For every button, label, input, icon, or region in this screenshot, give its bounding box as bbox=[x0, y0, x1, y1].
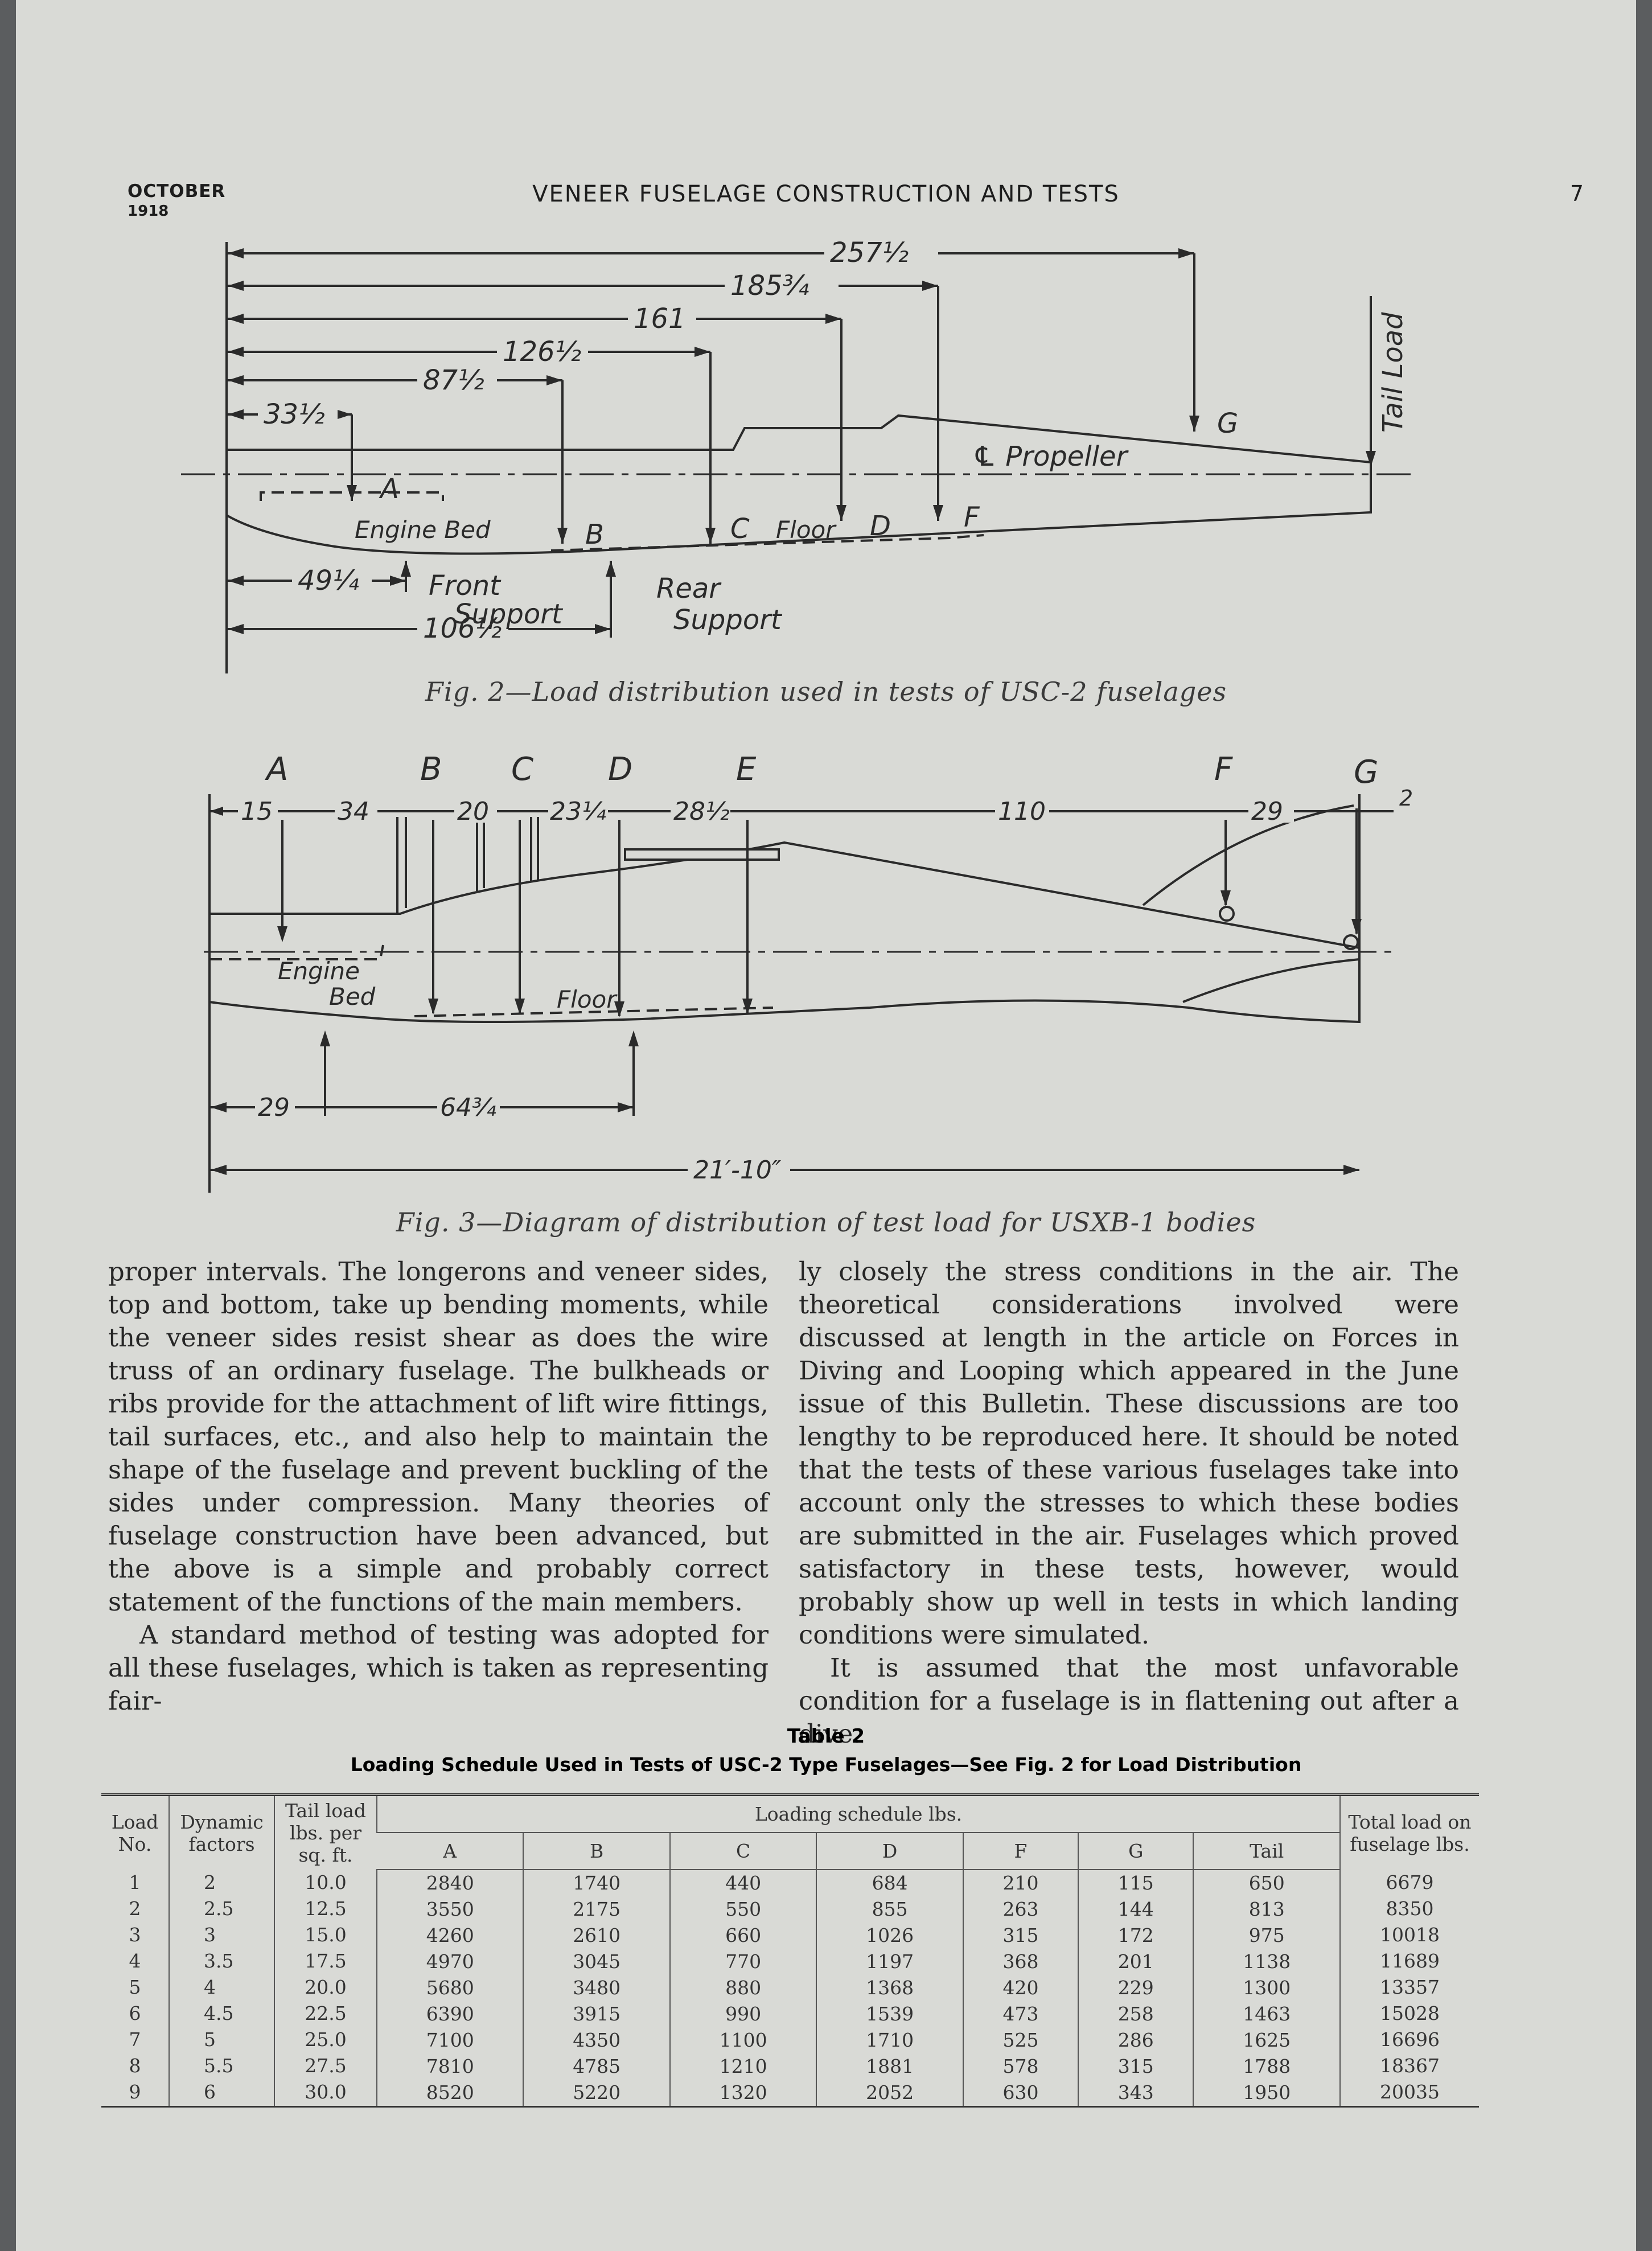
body-column-right: ly closely the stress conditions in the … bbox=[799, 1255, 1459, 1751]
fig2-label-d: D bbox=[870, 510, 891, 542]
fig2-dim-161: 161 bbox=[634, 303, 686, 335]
fig2-label-engine-bed: Engine Bed bbox=[355, 516, 491, 544]
fig3-dim-34: 34 bbox=[338, 797, 369, 826]
header-loading-schedule: Loading schedule lbs. bbox=[376, 1794, 1340, 1833]
page-number: 7 bbox=[1569, 181, 1584, 206]
fig2-label-front-support-1: Front bbox=[429, 570, 502, 602]
fig2-label-b: B bbox=[585, 519, 604, 551]
fig3-dim-29-bottom: 29 bbox=[258, 1093, 290, 1122]
col-a: 2840 3550 4260 4970 5680 6390 7100 7810 … bbox=[376, 1870, 524, 2107]
paragraph: proper intervals. The longerons and vene… bbox=[108, 1256, 769, 1617]
fig3-drawing: A B C D E F G 15 34 20 23¼ 28½ 110 29 2 … bbox=[204, 751, 1413, 1193]
fig3-label-floor: Floor bbox=[557, 985, 618, 1013]
fig2-dim-126: 126½ bbox=[503, 336, 581, 368]
table-data-row: 1 2 3 4 5 6 7 8 9 2 2.5 3 3.5 4 4.5 5 5.… bbox=[101, 1870, 1479, 2107]
header-tail: Tail bbox=[1193, 1832, 1340, 1870]
fig2-label-rear-support-1: Rear bbox=[656, 573, 722, 605]
fig3-dim-23: 23¼ bbox=[550, 797, 606, 826]
fig2-dim-106: 106½ bbox=[423, 613, 502, 644]
fig2-label-front-support-2: Support bbox=[454, 598, 564, 630]
fig3-dim-28: 28½ bbox=[673, 797, 730, 826]
running-title: VENEER FUSELAGE CONSTRUCTION AND TESTS bbox=[532, 181, 1120, 207]
table-title: Loading Schedule Used in Tests of USC-2 … bbox=[350, 1753, 1302, 1776]
col-g: 115 144 172 201 229 258 286 315 343 bbox=[1078, 1870, 1194, 2107]
page: OCTOBER 1918 VENEER FUSELAGE CONSTRUCTIO… bbox=[16, 0, 1636, 2251]
paragraph: It is assumed that the most unfavorable … bbox=[799, 1653, 1459, 1749]
fig3-dim-20: 20 bbox=[457, 797, 489, 826]
fig2-dim-33: 33½ bbox=[264, 399, 325, 430]
fig3-letter-g: G bbox=[1354, 754, 1378, 791]
header-a: A bbox=[377, 1832, 524, 1870]
fig2-label-rear-support-2: Support bbox=[673, 604, 783, 636]
paragraph: ly closely the stress conditions in the … bbox=[799, 1256, 1459, 1650]
body-column-left: proper intervals. The longerons and vene… bbox=[108, 1255, 769, 1718]
fig3-dim-29-top: 29 bbox=[1251, 797, 1283, 826]
fig3-dim-15: 15 bbox=[241, 797, 273, 826]
header-b: B bbox=[523, 1832, 670, 1870]
fig2-dim-185: 185¾ bbox=[730, 270, 809, 302]
loading-schedule-table: Load No. Dynamic factors Tail load lbs. … bbox=[101, 1793, 1479, 2108]
paragraph: A standard method of testing was adopted… bbox=[108, 1620, 769, 1716]
header-c: C bbox=[669, 1832, 817, 1870]
fig2-label-f: F bbox=[964, 502, 980, 533]
col-load-no: 1 2 3 4 5 6 7 8 9 bbox=[129, 1871, 141, 2103]
fig3-letter-e: E bbox=[736, 751, 757, 788]
fig3-label-engine-2: Bed bbox=[329, 983, 376, 1011]
fig3-dim-110: 110 bbox=[998, 797, 1046, 826]
fig2-label-a: A bbox=[379, 473, 399, 505]
header-g: G bbox=[1078, 1832, 1194, 1870]
col-d: 684 855 1026 1197 1368 1539 1710 1881 20… bbox=[816, 1870, 963, 2107]
header-dynamic-factors: Dynamic factors bbox=[169, 1794, 274, 1870]
header-year: 1918 bbox=[128, 203, 169, 220]
fig3-dim-overall: 21′-10″ bbox=[693, 1156, 782, 1185]
header-total-load: Total load on fuselage lbs. bbox=[1339, 1794, 1479, 1870]
fig2-label-tail-load: Tail Load bbox=[1377, 312, 1409, 433]
fig3-letter-a: A bbox=[265, 751, 288, 788]
fig2-label-propeller: ℄ Propeller bbox=[972, 441, 1129, 473]
col-c: 440 550 660 770 880 990 1100 1210 1320 bbox=[669, 1870, 817, 2107]
fig3-letter-f: F bbox=[1214, 751, 1233, 788]
fig3-caption: Fig. 3—Diagram of distribution of test l… bbox=[396, 1207, 1256, 1238]
fig2-label-c: C bbox=[730, 513, 750, 545]
header-month: OCTOBER bbox=[128, 181, 226, 202]
fig2-label-floor: Floor bbox=[776, 516, 837, 544]
col-dynamic-factors: 2 2.5 3 3.5 4 4.5 5 5.5 6 bbox=[169, 1870, 274, 2107]
col-b: 1740 2175 2610 3045 3480 3915 4350 4785 … bbox=[523, 1870, 670, 2107]
col-tail-load: 10.0 12.5 15.0 17.5 20.0 22.5 25.0 27.5 … bbox=[274, 1870, 377, 2107]
fig2-drawing: 257½ 185¾ 161 126½ 87½ 33½ 49¼ 106½ A B … bbox=[181, 236, 1411, 673]
fig3-letter-d: D bbox=[608, 751, 632, 788]
col-total: 6679 8350 10018 11689 13357 15028 16696 … bbox=[1339, 1870, 1479, 2107]
fig3-letter-b: B bbox=[420, 751, 442, 788]
fig2-dim-49: 49¼ bbox=[298, 565, 359, 597]
header-f: F bbox=[962, 1832, 1079, 1870]
col-f: 210 263 315 368 420 473 525 578 630 bbox=[962, 1870, 1079, 2107]
header-tail-load: Tail load lbs. per sq. ft. bbox=[274, 1794, 377, 1870]
fig3-label-engine-1: Engine bbox=[278, 957, 360, 985]
header-load-no: Load No. bbox=[111, 1810, 159, 1855]
fig3-dim-2: 2 bbox=[1399, 786, 1413, 811]
fig2-label-g: G bbox=[1217, 408, 1238, 439]
fig2-dim-257: 257½ bbox=[830, 237, 909, 269]
header-d: D bbox=[816, 1832, 963, 1870]
table-number: Table 2 bbox=[787, 1725, 865, 1748]
fig3-dim-64: 64¾ bbox=[440, 1093, 496, 1122]
fig2-dim-87: 87½ bbox=[423, 364, 484, 396]
col-tail: 650 813 975 1138 1300 1463 1625 1788 195… bbox=[1193, 1870, 1340, 2107]
fig3-letter-c: C bbox=[511, 751, 533, 788]
fig2-caption: Fig. 2—Load distribution used in tests o… bbox=[425, 676, 1227, 707]
